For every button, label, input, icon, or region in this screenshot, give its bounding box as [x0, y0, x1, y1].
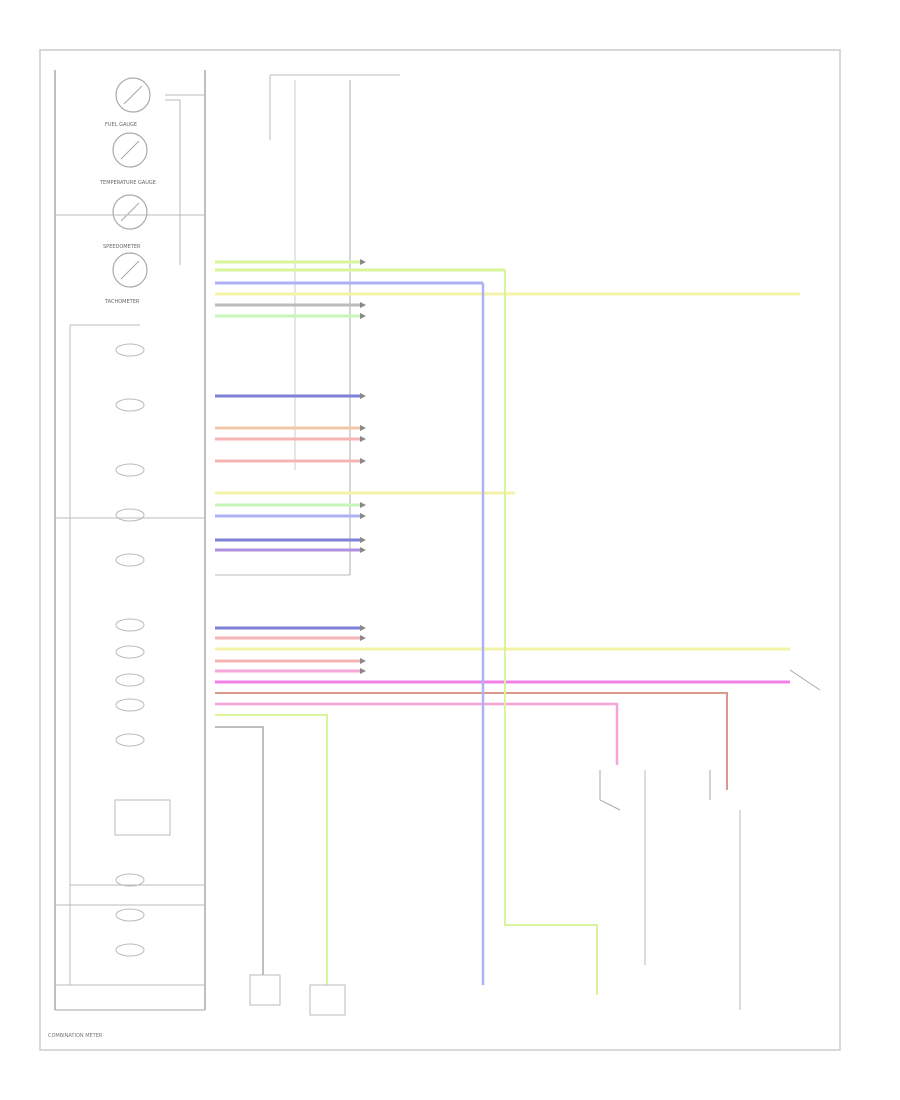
- gauge-label-fuel: FUEL GAUGE: [105, 122, 138, 128]
- gauge-icon: [112, 194, 148, 230]
- wire: [215, 726, 264, 975]
- indicator-lamp-icon: [115, 618, 145, 632]
- switch-icon: [789, 669, 821, 691]
- indicator-lamp-icon: [115, 673, 145, 687]
- indicator-lamp-icon: [115, 508, 145, 522]
- indicator-lamp-icon: [115, 343, 145, 357]
- arrow-icon: [360, 436, 366, 442]
- arrow-icon: [360, 313, 366, 319]
- indicator-lamp-icon: [115, 733, 145, 747]
- arrow-icon: [360, 635, 366, 641]
- footer-label: COMBINATION METER: [48, 1033, 103, 1039]
- arrow-icon: [360, 658, 366, 664]
- sensor-box: [309, 984, 346, 1016]
- arrow-icon: [360, 547, 366, 553]
- wire: [165, 99, 181, 265]
- gauge-needle: [123, 85, 143, 105]
- arrow-icon: [360, 537, 366, 543]
- wire: [215, 702, 619, 765]
- indicator-lamp-icon: [115, 553, 145, 567]
- indicator-lamp-icon: [115, 908, 145, 922]
- wire: [215, 714, 328, 985]
- gauge-label-tachometer: TACHOMETER: [105, 299, 140, 305]
- indicator-lamp-icon: [115, 645, 145, 659]
- arrow-icon: [360, 458, 366, 464]
- switch-icon: [599, 770, 621, 811]
- diagram-border: [39, 49, 841, 1051]
- arrow-icon: [360, 625, 366, 631]
- arrow-icon: [360, 393, 366, 399]
- indicator-lamp-icon: [115, 698, 145, 712]
- gauge-needle: [120, 140, 140, 160]
- gauge-icon: [112, 132, 148, 168]
- gauge-needle: [120, 202, 140, 222]
- arrow-icon: [360, 513, 366, 519]
- arrow-icon: [360, 668, 366, 674]
- gauge-icon: [112, 252, 148, 288]
- indicator-lamp-icon: [115, 943, 145, 957]
- wire: [215, 692, 728, 790]
- gauge-label-temperature: TEMPERATURE GAUGE: [100, 180, 156, 186]
- wire: [504, 270, 598, 995]
- module-box: [114, 799, 171, 836]
- gauge-icon: [115, 77, 151, 113]
- indicator-lamp-icon: [115, 398, 145, 412]
- gauge-needle: [120, 260, 140, 280]
- arrow-icon: [360, 259, 366, 265]
- arrow-icon: [360, 502, 366, 508]
- sensor-box: [249, 974, 281, 1006]
- gauge-label-speedometer: SPEEDOMETER: [103, 244, 141, 250]
- indicator-lamp-icon: [115, 873, 145, 887]
- arrow-icon: [360, 425, 366, 431]
- indicator-lamp-icon: [115, 463, 145, 477]
- arrow-icon: [360, 302, 366, 308]
